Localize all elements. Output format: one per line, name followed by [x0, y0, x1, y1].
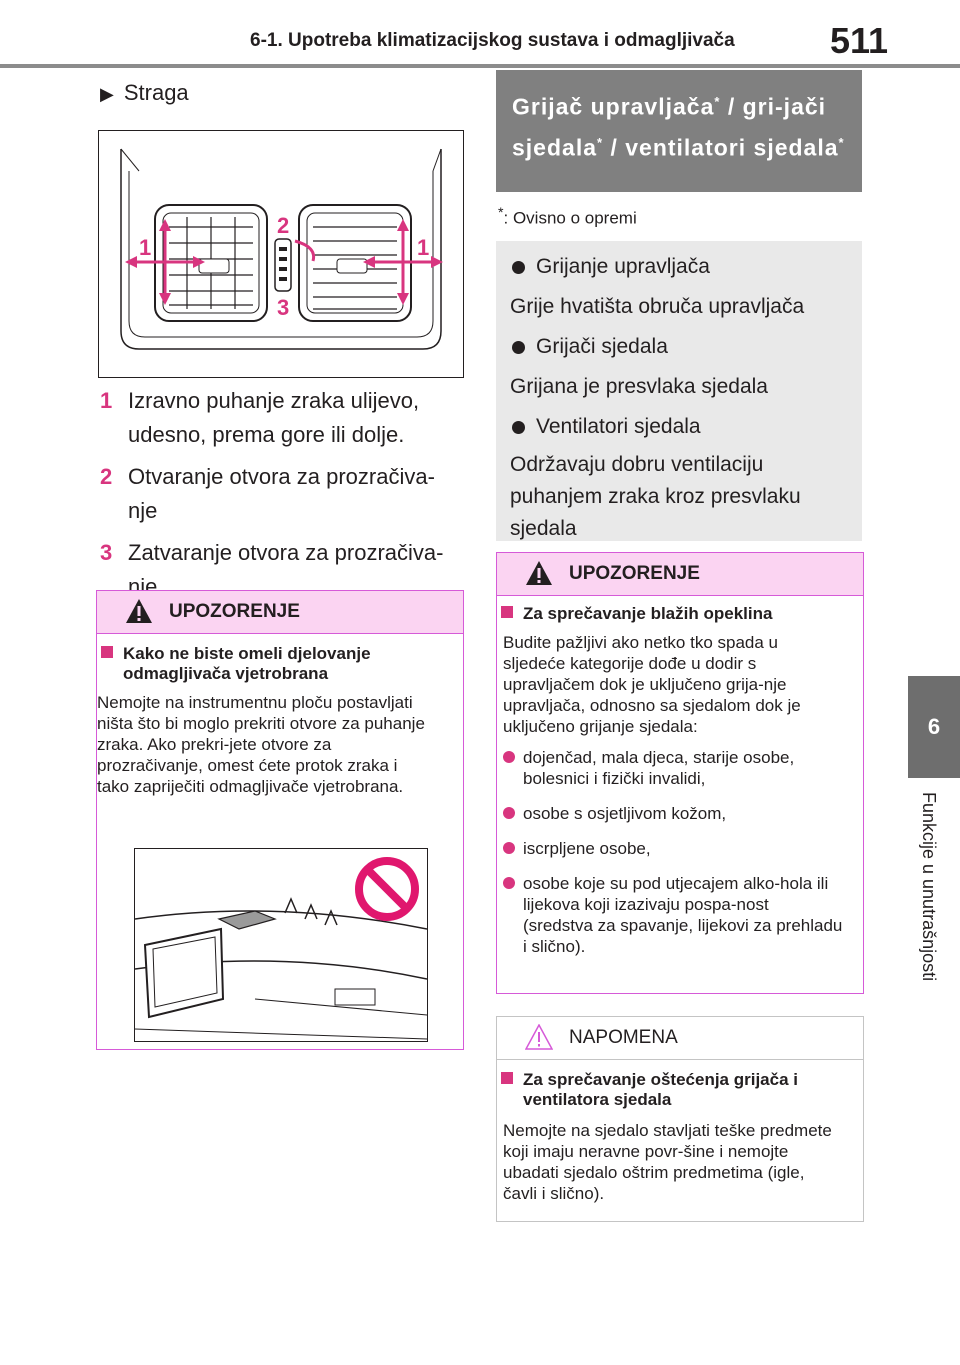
warning-header: UPOZORENJE: [97, 591, 463, 634]
note-header: NAPOMENA: [497, 1017, 863, 1060]
page-number: 511: [830, 20, 889, 61]
chapter-title: Funkcije u unutrašnjosti: [919, 792, 939, 982]
chapter-tab: 6: [908, 676, 960, 778]
list-item: iscrpljene osobe,: [497, 838, 843, 859]
list-item: Ventilatori sjedala: [510, 411, 848, 443]
list-item: Održavaju dobru ventilaciju puhanjem zra…: [510, 453, 801, 540]
note-subhead: Za sprečavanje oštećenja grijača i venti…: [497, 1070, 843, 1110]
feature-info-box: Grijanje upravljača Grije hvatišta obruč…: [496, 241, 862, 541]
list-item: Grije hvatišta obruča upravljača: [510, 295, 805, 318]
section-heading: Grijač upravljača* / gri-jači sjedala* /…: [496, 70, 862, 192]
straga-label: ▶Straga: [100, 80, 189, 105]
note-box: NAPOMENA Za sprečavanje oštećenja grijač…: [496, 1016, 864, 1222]
warning-subhead: Kako ne biste omeli djelovanje odmagljiv…: [97, 644, 451, 684]
callout-3: 3: [277, 295, 289, 320]
warning-header: UPOZORENJE: [497, 553, 863, 596]
note-triangle-icon: [525, 1024, 553, 1050]
rear-vent-illustration: 1 2 3 1: [98, 130, 464, 378]
warning-body: Budite pažljivi ako netko tko spada u sl…: [503, 633, 801, 736]
callout-1-left: 1: [139, 235, 151, 260]
triangle-bullet-icon: ▶: [100, 84, 114, 104]
list-item: Grijanje upravljača: [510, 251, 848, 283]
section-title: 6-1. Upotreba klimatizacijskog sustava i…: [250, 30, 735, 51]
dashboard-drawing: [134, 857, 428, 1040]
warning-triangle-icon: [526, 561, 552, 585]
list-item: osobe koje su pod utjecajem alko-hola il…: [497, 873, 843, 957]
list-item: Grijana je presvlaka sjedala: [510, 375, 768, 398]
footnote: *: Ovisno o opremi: [498, 205, 637, 228]
callout-1-right: 1: [417, 235, 429, 260]
note-body: Nemojte na sjedalo stavljati teške predm…: [503, 1121, 832, 1203]
list-item: osobe s osjetljivom kožom,: [497, 803, 843, 824]
callout-2: 2: [277, 213, 289, 238]
header-rule: [0, 64, 960, 68]
warning-triangle-icon: [126, 599, 152, 623]
dashboard-illustration: [134, 848, 428, 1042]
warning-subhead: Za sprečavanje blažih opeklina: [497, 604, 851, 624]
list-item: dojenčad, mala djeca, starije osobe, bol…: [497, 747, 843, 789]
list-item: Grijači sjedala: [510, 331, 848, 363]
warning-body: Nemojte na instrumentnu ploču postavljat…: [97, 693, 425, 796]
rear-vent-drawing: 1 2 3 1: [120, 148, 443, 350]
warning-box-burns: UPOZORENJE Za sprečavanje blažih opeklin…: [496, 552, 864, 994]
